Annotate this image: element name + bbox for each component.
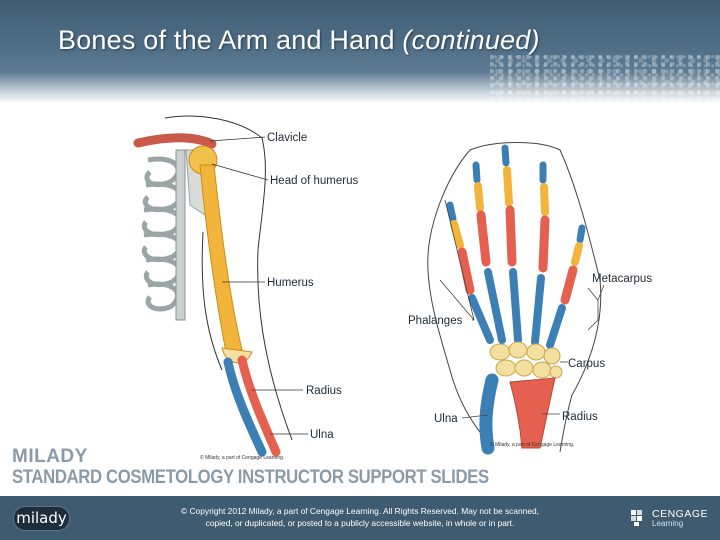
hand-credit: © Milady, a part of Cengage Learning. — [490, 441, 574, 448]
milady-branding: MILADY STANDARD COSMETOLOGY INSTRUCTOR S… — [12, 446, 554, 488]
arm-outline — [164, 115, 293, 441]
slide-header: Bones of the Arm and Hand (continued) — [0, 0, 720, 102]
arm-illustration: Clavicle Head of humerus Humerus Radius … — [133, 115, 358, 461]
brand-line-1: MILADY — [12, 446, 88, 467]
label-phalanges: Phalanges — [408, 315, 463, 327]
hand-illustration: Metacarpus Phalanges Carpus Ulna Radius … — [408, 142, 652, 455]
copyright-notice: © Copyright 2012 Milady, a part of Cenga… — [150, 505, 570, 529]
copyright-line-2: copied, or duplicated, or posted to a pu… — [205, 518, 515, 528]
finger-bones — [446, 144, 586, 349]
carpal-bones — [489, 341, 563, 379]
torso-outline — [201, 231, 223, 371]
brand-line-2: STANDARD COSMETOLOGY INSTRUCTOR SUPPORT … — [12, 467, 489, 488]
label-metacarpus: Metacarpus — [592, 273, 652, 285]
radius-bone-arm — [237, 355, 281, 457]
label-head-of-humerus: Head of humerus — [270, 175, 358, 187]
arm-credit: © Milady, a part of Cengage Learning. — [200, 454, 284, 461]
cengage-name: CENGAGE — [652, 508, 709, 520]
label-radius-hand: Radius — [562, 411, 598, 423]
ulna-bone-hand — [479, 373, 499, 455]
hand-leader-lines — [439, 199, 605, 419]
slide-title-italic: (continued) — [402, 25, 540, 55]
milady-logo: milady — [13, 506, 70, 531]
label-carpus: Carpus — [568, 358, 605, 370]
label-ulna-arm: Ulna — [310, 429, 334, 441]
slide-title-main: Bones of the Arm and Hand — [58, 25, 395, 55]
slide-title: Bones of the Arm and Hand (continued) — [58, 25, 540, 56]
header-fade — [0, 72, 720, 102]
cengage-mark-icon — [631, 510, 642, 526]
label-humerus: Humerus — [267, 277, 314, 289]
arm-leader-lines — [209, 136, 308, 435]
ribcage — [141, 156, 183, 312]
humerus-bone — [199, 164, 243, 353]
label-ulna-hand: Ulna — [434, 413, 458, 425]
ulna-bone-arm — [223, 357, 267, 457]
label-radius-arm: Radius — [306, 385, 342, 397]
copyright-line-1: © Copyright 2012 Milady, a part of Cenga… — [181, 506, 539, 516]
clavicle-bone — [133, 133, 217, 149]
cengage-sub: Learning — [652, 519, 684, 528]
slide-footer: milady © Copyright 2012 Milady, a part o… — [0, 496, 720, 540]
metacarpus-bracket — [587, 287, 599, 331]
spine — [175, 149, 186, 321]
cengage-logo: CENGAGE Learning — [630, 506, 714, 530]
hand-outline — [427, 142, 602, 453]
radius-bone-hand — [509, 377, 556, 449]
label-clavicle: Clavicle — [267, 132, 307, 144]
